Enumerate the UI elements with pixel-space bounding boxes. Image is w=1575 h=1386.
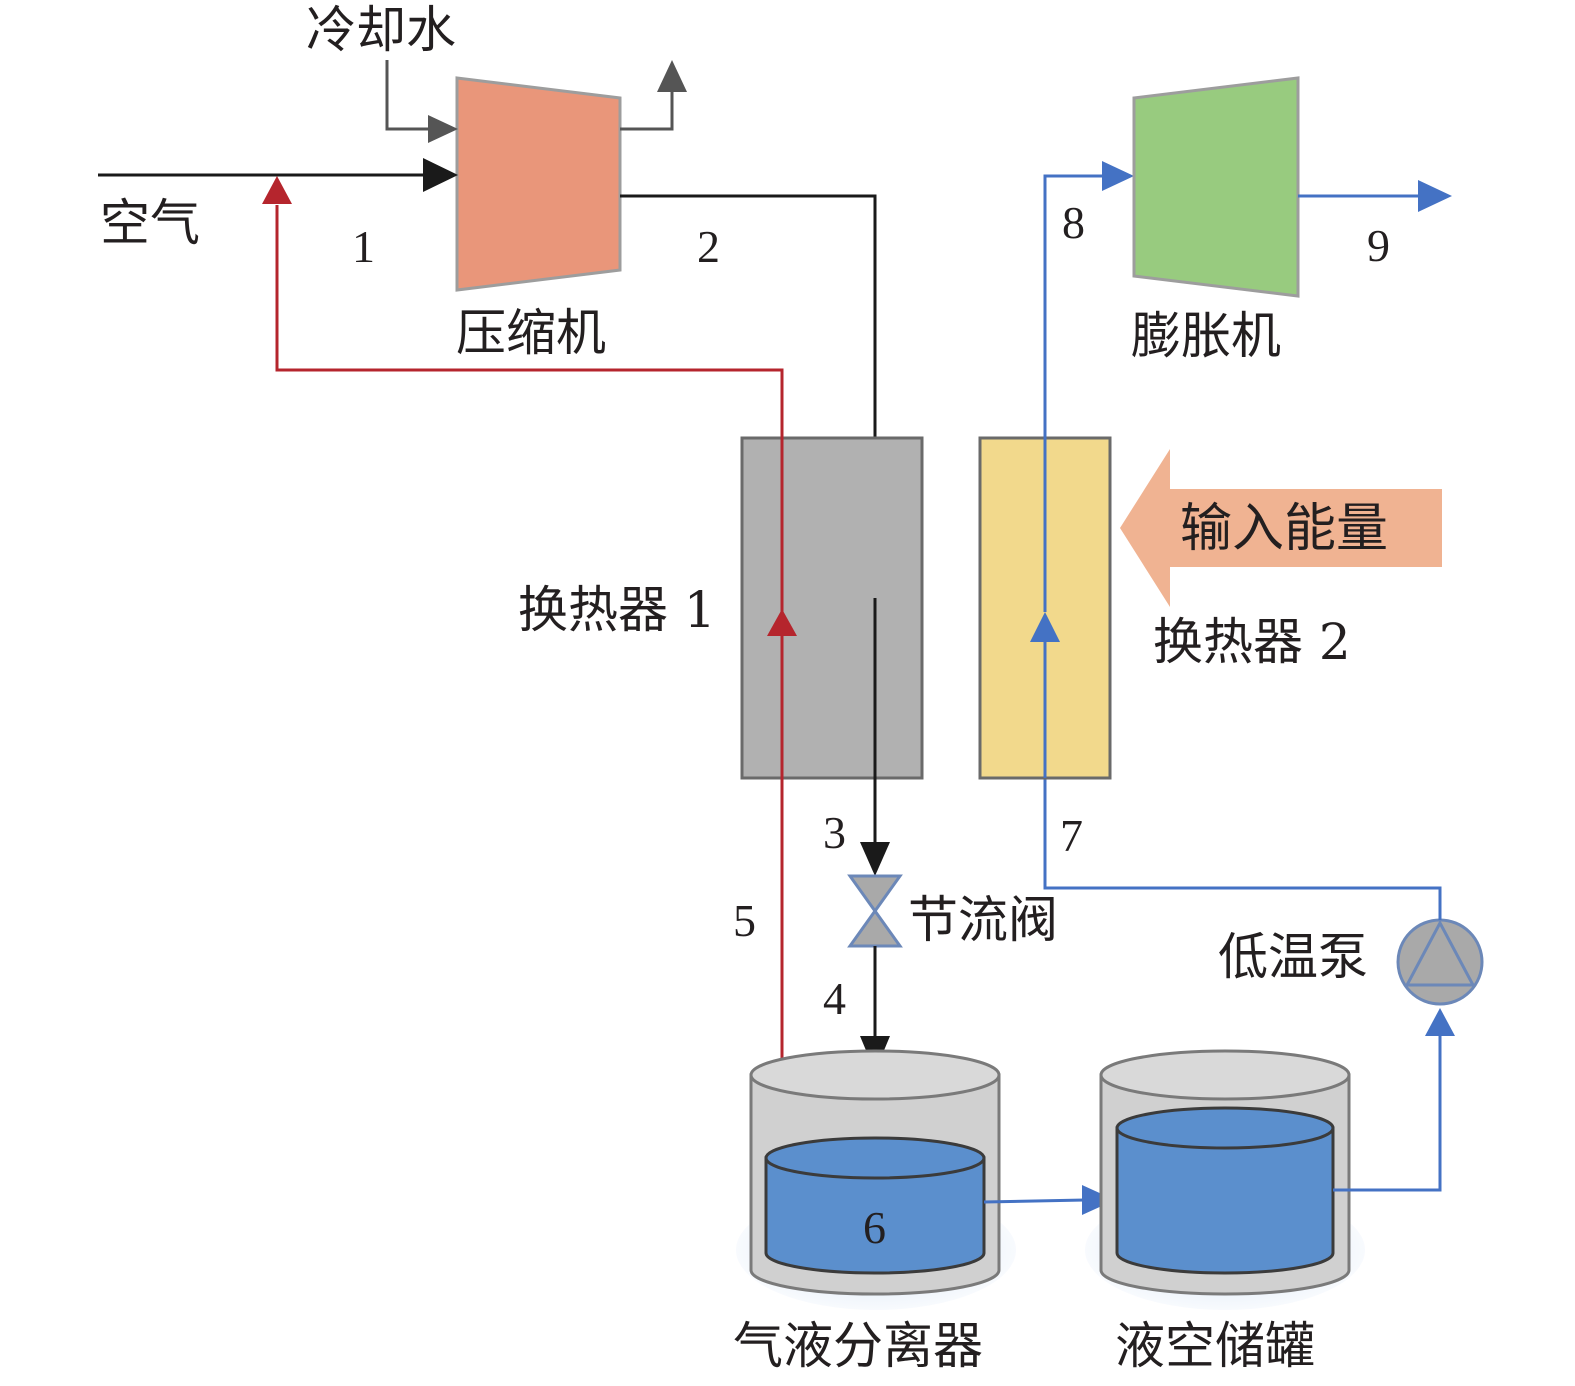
stream-6-arrow: [1082, 1185, 1115, 1215]
throttle-valve-label: 节流阀: [908, 891, 1058, 949]
heat-exchanger-1: [740, 436, 924, 780]
heat-exchanger-2-label: 换热器 2: [1153, 613, 1351, 671]
compressor-icon: [455, 76, 622, 292]
air-inlet-arrow: [423, 158, 458, 192]
heat-exchanger-1-label: 换热器 1: [518, 581, 716, 639]
stream-8-arrow: [1102, 161, 1134, 191]
stream-5-arrow-hx: [767, 609, 797, 636]
stream-8-line: [1043, 174, 1103, 612]
cooling-water-out-arrow: [657, 60, 687, 92]
throttle-valve-icon: [847, 874, 903, 948]
pump-icon: [1396, 918, 1484, 1006]
stream-1-return-arrow: [262, 176, 292, 204]
state-point-2: 2: [697, 221, 720, 272]
cryo-pump-label: 低温泵: [1218, 928, 1368, 986]
stream-7-arrow: [1030, 612, 1060, 642]
state-point-6: 6: [863, 1202, 886, 1253]
state-point-5: 5: [733, 895, 756, 946]
state-point-1: 1: [352, 221, 375, 272]
storage-to-pump-line: [1333, 1032, 1442, 1192]
expander-label: 膨胀机: [1131, 307, 1281, 365]
compressor-label: 压缩机: [456, 304, 606, 362]
state-point-3: 3: [823, 807, 846, 858]
cooling-water-line: [385, 60, 430, 131]
state-point-7: 7: [1060, 810, 1083, 861]
state-point-8: 8: [1062, 197, 1085, 248]
stream-3-arrow: [860, 842, 890, 876]
state-point-4: 4: [823, 973, 846, 1024]
cooling-water-out-line: [620, 88, 674, 131]
pump-inlet-arrow: [1425, 1008, 1455, 1036]
expander-icon: [1132, 76, 1300, 298]
cooling-water-arrow: [428, 115, 458, 143]
energy-input-label: 输入能量: [1180, 499, 1388, 559]
cooling-water-label: 冷却水: [306, 1, 456, 59]
separator-tank-icon: [736, 1049, 1016, 1310]
separator-label: 气液分离器: [733, 1317, 983, 1375]
stream-9-arrow: [1418, 180, 1452, 212]
state-point-9: 9: [1367, 220, 1390, 271]
storage-tank-label: 液空储罐: [1115, 1317, 1315, 1375]
air-label: 空气: [100, 194, 200, 252]
energy-input-arrow: [1120, 449, 1442, 607]
storage-tank-icon: [1085, 1049, 1365, 1310]
stream-5-return-line: [275, 205, 784, 1088]
stream-6-line: [983, 1198, 1086, 1204]
